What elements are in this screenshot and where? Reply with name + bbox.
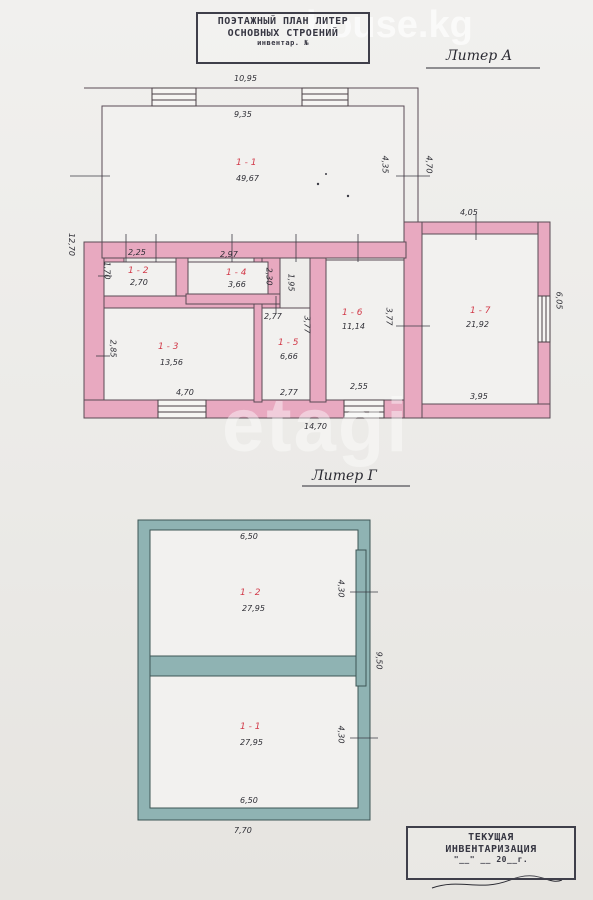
bottom-stamp-line2: ИНВЕНТАРИЗАЦИЯ — [445, 843, 537, 855]
room-a7-area: 21,92 — [466, 320, 489, 329]
dim-a-room7-top: 4,05 — [460, 208, 478, 217]
room-g2-area: 27,95 — [242, 604, 265, 613]
dim-a-right-room1: 4,35 — [380, 155, 390, 174]
bottom-stamp-line1: ТЕКУЩАЯ — [468, 832, 514, 843]
dim-g-right-upper: 4,30 — [336, 579, 346, 598]
dim-a-left-outer: 12,70 — [66, 233, 76, 256]
room-a1-number: 1 - 1 — [236, 158, 257, 168]
dim-a-room5-left: 2,77 — [264, 312, 282, 321]
liter-a-ticks — [70, 175, 477, 357]
liter-g-ticks — [350, 591, 378, 739]
dim-a-room5-bottom: 2,77 — [280, 388, 298, 397]
center-watermark: etagi — [222, 383, 410, 468]
dim-a-right-outer: 4,70 — [424, 155, 434, 174]
dim-a-room3-left: 2,85 — [108, 339, 118, 358]
room-a5-number: 1 - 5 — [278, 338, 299, 348]
liter-g-rooms — [149, 529, 359, 809]
room-a7-number: 1 - 7 — [470, 306, 491, 316]
dim-g-right-lower: 4,30 — [336, 725, 346, 744]
room-a2-area: 2,70 — [130, 278, 148, 287]
room-a4-number: 1 - 4 — [226, 268, 247, 278]
top-stamp-line2: ОСНОВНЫХ СТРОЕНИЙ — [227, 27, 339, 39]
room-g2-number: 1 - 2 — [240, 588, 261, 598]
liter-g-partition — [149, 549, 367, 687]
top-stamp-line1: ПОЭТАЖНЫЙ ПЛАН ЛИТЕР — [217, 16, 349, 27]
top-stamp-line3: инвентар. № — [257, 39, 309, 47]
dim-a-room4-top: 2,97 — [220, 250, 238, 259]
bottom-stamp: ТЕКУЩАЯ ИНВЕНТАРИЗАЦИЯ "__" __ 20__г. — [406, 826, 576, 880]
bottom-stamp-line3: "__" __ 20__г. — [453, 855, 529, 864]
room-a6-area: 11,14 — [342, 322, 365, 331]
liter-g-title: Литер Г — [312, 468, 377, 484]
dim-g-bottom-outer: 7,70 — [234, 826, 252, 835]
liter-a-title: Литер А — [446, 48, 513, 64]
top-stamp: ПОЭТАЖНЫЙ ПЛАН ЛИТЕР ОСНОВНЫХ СТРОЕНИЙ и… — [196, 12, 370, 64]
dim-g-right-outer: 9,50 — [374, 651, 384, 670]
dim-a-room2-left: 1,70 — [102, 261, 112, 280]
room-a5-area: 6,66 — [280, 352, 298, 361]
liter-a-rooms — [101, 105, 539, 405]
dim-a-room7-right: 6,05 — [554, 291, 564, 310]
dim-a-room6-right: 3,77 — [384, 307, 394, 326]
dim-a-room6-left: 3,77 — [302, 315, 312, 334]
dim-a-room6-bottom: 2,55 — [350, 382, 368, 391]
dim-a-corr-right: 1,95 — [286, 273, 296, 292]
dim-a-room7-bottom: 3,95 — [470, 392, 488, 401]
dim-g-bottom-inner: 6,50 — [240, 796, 258, 805]
room-a3-area: 13,56 — [160, 358, 183, 367]
room-g1-number: 1 - 1 — [240, 722, 261, 732]
room-a2-number: 1 - 2 — [128, 266, 149, 276]
dim-a-room2-top: 2,25 — [128, 248, 146, 257]
dim-g-top: 6,50 — [240, 532, 258, 541]
room-a3-number: 1 - 3 — [158, 342, 179, 352]
dim-a-room4-right: 2,30 — [264, 267, 274, 286]
room-g1-area: 27,95 — [240, 738, 263, 747]
title-underlines — [302, 67, 563, 889]
dim-a-top-inner: 9,35 — [234, 110, 252, 119]
room-a4-area: 3,66 — [228, 280, 246, 289]
liter-a-windows — [151, 87, 551, 419]
room-a6-number: 1 - 6 — [342, 308, 363, 318]
dim-a-room3-bottom: 4,70 — [176, 388, 194, 397]
room-a1-area: 49,67 — [236, 174, 259, 183]
dim-a-bottom-outer: 14,70 — [304, 422, 327, 431]
liter-a-dots — [316, 173, 350, 198]
site-watermark: house.kg — [306, 4, 473, 46]
dim-a-top-outer: 10,95 — [234, 74, 257, 83]
